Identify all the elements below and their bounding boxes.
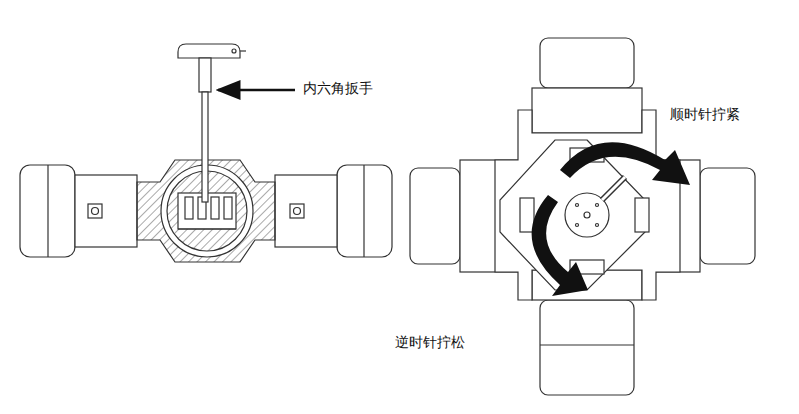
label-text: 内六角扳手: [301, 80, 375, 97]
hex-wrench: [178, 44, 295, 202]
label-text: 顺时针拧紧: [668, 106, 742, 123]
label-text: 逆时针拧松: [393, 334, 467, 351]
rotation-arrows: [532, 142, 690, 296]
